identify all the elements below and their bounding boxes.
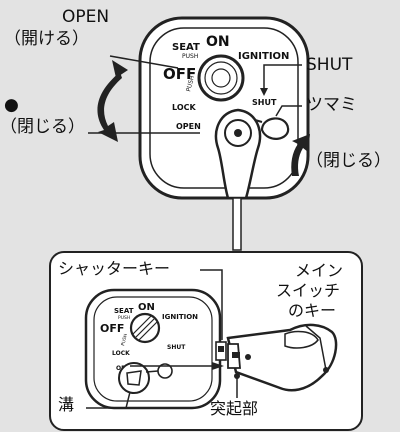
inset-shut-text: SHUT bbox=[167, 344, 186, 351]
open-label: OPEN bbox=[62, 7, 110, 27]
open-leader bbox=[109, 55, 179, 69]
main-key-leader-dot bbox=[323, 367, 329, 373]
knob-label: ツマミ bbox=[306, 95, 357, 115]
switch-seat-push-text: PUSH bbox=[182, 53, 198, 60]
switch-off-text: OFF bbox=[163, 65, 196, 83]
close-arrow-right bbox=[291, 134, 310, 176]
knob-leader bbox=[275, 105, 302, 117]
shutter-key-label: シャッターキー bbox=[58, 259, 171, 278]
inset-open-shutter bbox=[118, 362, 173, 394]
shutter-key-leader bbox=[200, 269, 223, 340]
open-close-arrow bbox=[97, 72, 122, 142]
open-jp-label: （開ける） bbox=[4, 29, 89, 49]
main-switch-key-line1: メイン bbox=[295, 261, 344, 280]
switch-on-text: ON bbox=[206, 34, 230, 50]
inset-push-vertical-text: PUSH bbox=[120, 333, 129, 346]
main-key-leader bbox=[305, 325, 327, 371]
main-switch-panel bbox=[138, 16, 310, 200]
inset-off-text: OFF bbox=[100, 322, 124, 335]
key-cylinder bbox=[197, 54, 245, 102]
switch-open-text: OPEN bbox=[176, 122, 201, 131]
inset-lock-text: LOCK bbox=[112, 350, 130, 357]
key-shield bbox=[214, 108, 262, 251]
inset-main-key bbox=[226, 323, 338, 392]
groove-leader bbox=[86, 391, 131, 409]
switch-push-vertical-text: PUSH bbox=[185, 75, 196, 93]
shut-leader-arrow bbox=[260, 88, 268, 96]
close-jp-left-label: （閉じる） bbox=[0, 117, 85, 137]
inset-shutter-key-slot bbox=[130, 341, 227, 370]
protrusion-leader-dot bbox=[234, 373, 240, 379]
close-dot-label: ● bbox=[4, 95, 19, 115]
switch-ignition-text: IGNITION bbox=[238, 51, 289, 62]
switch-shut-text: SHUT bbox=[252, 98, 277, 107]
inset-on-text: ON bbox=[138, 302, 155, 313]
shut-label: SHUT bbox=[306, 55, 353, 75]
switch-lock-text: LOCK bbox=[172, 103, 196, 112]
open-arrow-head bbox=[112, 60, 128, 78]
switch-markings: SEAT PUSH ON IGNITION OFF PUSH LOCK SHUT… bbox=[163, 34, 289, 131]
inset-push-text: PUSH bbox=[118, 315, 130, 321]
shut-leader bbox=[263, 64, 302, 93]
close-jp-right-label: （閉じる） bbox=[306, 151, 391, 171]
inset-key-cylinder bbox=[129, 312, 161, 344]
protrusion-label: 突起部 bbox=[210, 399, 259, 418]
inset-seat-text: SEAT bbox=[114, 307, 134, 315]
main-switch-key-line2: スイッチ bbox=[276, 281, 341, 300]
groove-label: 溝 bbox=[58, 395, 75, 414]
inset-ignition-text: IGNITION bbox=[162, 313, 198, 321]
shutter-knob bbox=[254, 117, 290, 140]
main-switch-key-line3: のキー bbox=[288, 301, 337, 320]
switch-seat-text: SEAT bbox=[172, 42, 200, 53]
